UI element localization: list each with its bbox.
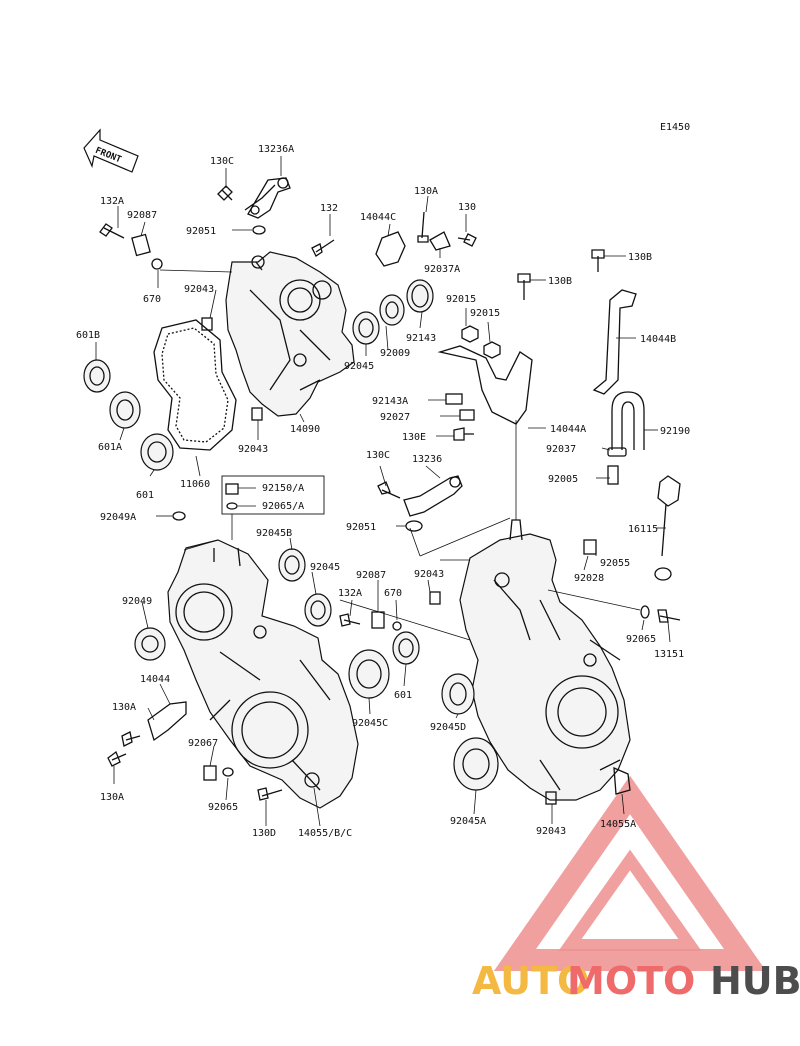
part-label: 92043	[536, 826, 566, 837]
part-label: 92065	[626, 634, 656, 645]
part-label: 670	[384, 588, 402, 599]
part-label: 14044	[140, 674, 170, 685]
part-label: 92067	[188, 738, 218, 749]
part-label: 16115	[628, 524, 658, 535]
part-label: 92005	[548, 474, 578, 485]
part-label: 14044C	[360, 212, 396, 223]
part-label: 130D	[252, 828, 276, 839]
part-label: 130E	[402, 432, 426, 443]
part-label: 601	[136, 490, 154, 501]
part-label: 92027	[380, 412, 410, 423]
part-label: 92043	[414, 569, 444, 580]
part-label: 601	[394, 690, 412, 701]
part-label: 92055	[600, 558, 630, 569]
part-label: 14055A	[600, 819, 636, 830]
part-label: 132	[320, 203, 338, 214]
part-label: 132A	[100, 196, 124, 207]
part-label: 92143A	[372, 396, 408, 407]
part-label: 92051	[346, 522, 376, 533]
part-label: 92045D	[430, 722, 466, 733]
part-label: 130	[458, 202, 476, 213]
part-label: 92009	[380, 348, 410, 359]
callout-box	[221, 475, 325, 515]
front-arrow-icon: FRONT	[83, 128, 139, 173]
part-label: 92015	[446, 294, 476, 305]
watermark-logo	[493, 775, 767, 971]
part-label: 92049A	[100, 512, 136, 523]
part-label: 92043	[184, 284, 214, 295]
part-label: 92045A	[450, 816, 486, 827]
part-label: 92045	[310, 562, 340, 573]
part-label: 13236	[412, 454, 442, 465]
part-label: 92049	[122, 596, 152, 607]
part-label: 130B	[548, 276, 572, 287]
part-label: 14044A	[550, 424, 586, 435]
part-label: 601B	[76, 330, 100, 341]
part-label: 670	[143, 294, 161, 305]
watermark-hub: HUB	[710, 959, 800, 1003]
leader-lines	[95, 156, 671, 827]
watermark-moto: MOTO	[567, 959, 695, 1003]
part-label: 92065	[208, 802, 238, 813]
part-label: 130A	[112, 702, 136, 713]
part-label: 14044B	[640, 334, 676, 345]
part-label: 130C	[366, 450, 390, 461]
part-label: 92045	[344, 361, 374, 372]
part-label: 132A	[338, 588, 362, 599]
part-label: 14055/B/C	[298, 828, 352, 839]
part-label: 92045B	[256, 528, 292, 539]
part-label: 92150/A	[262, 483, 304, 494]
part-label: 92190	[660, 426, 690, 437]
part-label: 92065/A	[262, 501, 304, 512]
part-label: 14090	[290, 424, 320, 435]
part-label: 11060	[180, 479, 210, 490]
part-label: 92045C	[352, 718, 388, 729]
part-label: 130A	[100, 792, 124, 803]
part-label: 601A	[98, 442, 122, 453]
part-label: 130C	[210, 156, 234, 167]
part-label: 92028	[574, 573, 604, 584]
part-label: 92143	[406, 333, 436, 344]
diagram-code: E1450	[660, 122, 690, 133]
part-label: 92051	[186, 226, 216, 237]
part-label: 92043	[238, 444, 268, 455]
part-label: 130B	[628, 252, 652, 263]
part-label: 92015	[470, 308, 500, 319]
parts-drawing	[83, 177, 681, 809]
part-label: 92087	[127, 210, 157, 221]
part-label: 13236A	[258, 144, 294, 155]
part-label: 92037	[546, 444, 576, 455]
watermark-text: AUTO MOTO HUB	[472, 959, 800, 1003]
part-labels: 130C 13236A 132A 92087 92051 132 14044C …	[76, 144, 690, 839]
part-label: 13151	[654, 649, 684, 660]
watermark-auto: AUTO	[472, 959, 589, 1003]
part-label: 92037A	[424, 264, 460, 275]
part-label: 92087	[356, 570, 386, 581]
part-label: 130A	[414, 186, 438, 197]
